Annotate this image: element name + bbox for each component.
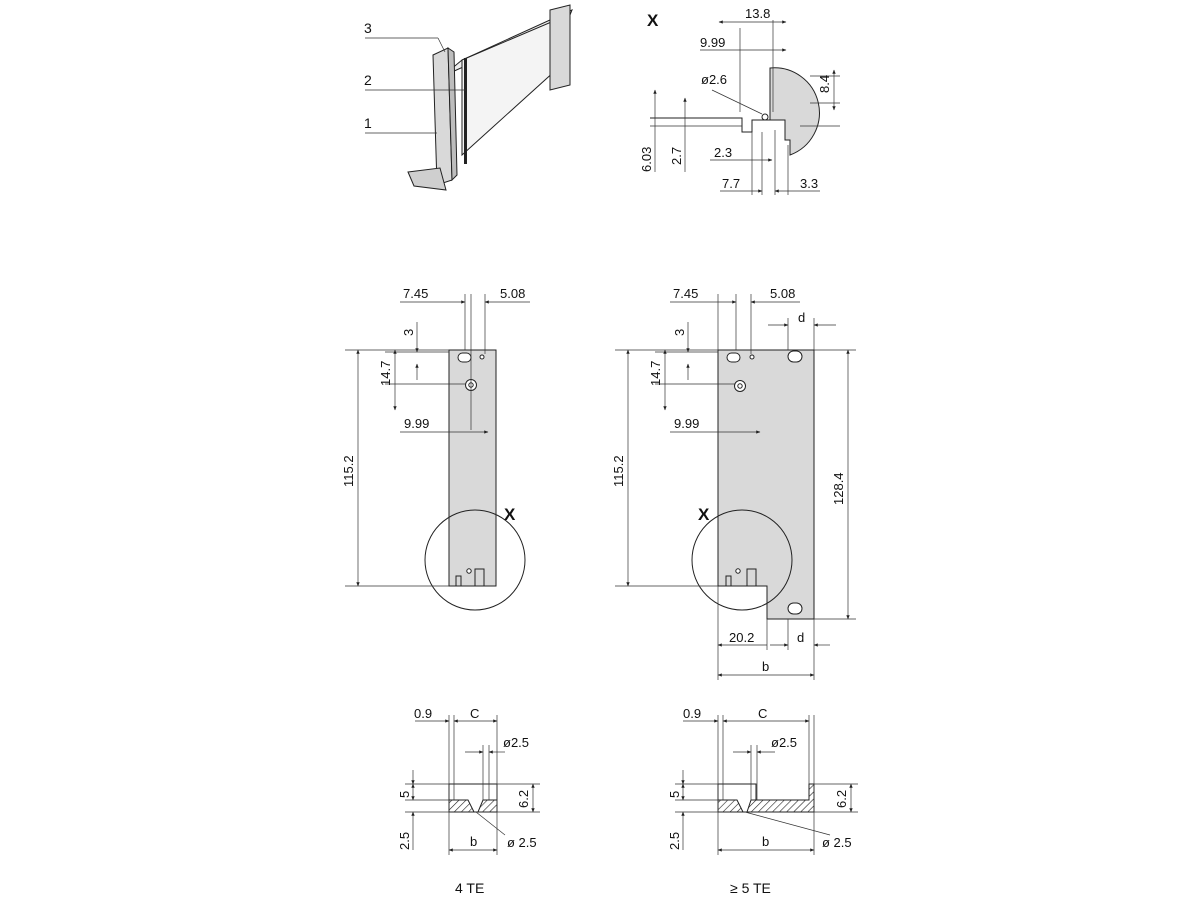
- dim-14-7-4te: 14.7: [378, 361, 393, 386]
- right-margin: [1050, 0, 1200, 900]
- detail-x-label: X: [647, 11, 659, 30]
- dim-hole-bot-5te: ø 2.5: [822, 835, 852, 850]
- dim-9-99-5te: 9.99: [674, 416, 699, 431]
- dim-2-7: 2.7: [669, 147, 684, 165]
- dim-6-2-5te: 6.2: [834, 790, 849, 808]
- dim-5-08-4te: 5.08: [500, 286, 525, 301]
- callout-1: 1: [364, 115, 372, 131]
- dim-d-bottom: d: [797, 630, 804, 645]
- dim-c-5te: C: [758, 706, 767, 721]
- dim-8-4: 8.4: [817, 75, 832, 93]
- isometric-view: [365, 4, 573, 191]
- detail-x-marker-4te: X: [504, 505, 516, 524]
- dim-115-2-5te: 115.2: [611, 455, 626, 487]
- dim-3-3: 3.3: [800, 176, 818, 191]
- dim-hole-2-6: ø2.6: [701, 72, 727, 87]
- dim-7-45-5te: 7.45: [673, 286, 698, 301]
- dim-14-7-5te: 14.7: [648, 361, 663, 386]
- dim-20-2: 20.2: [729, 630, 754, 645]
- dim-5-5te: 5: [667, 791, 682, 798]
- dim-d-top: d: [798, 310, 805, 325]
- detail-x-view: [650, 20, 840, 195]
- panel-4te-view: [345, 294, 530, 611]
- dim-hole-bot-4te: ø 2.5: [507, 835, 537, 850]
- dim-2-5-4te: 2.5: [397, 832, 412, 850]
- dim-128-4: 128.4: [831, 472, 846, 505]
- dim-3-5te: 3: [672, 329, 687, 336]
- left-margin: [0, 0, 150, 900]
- dim-6-2-4te: 6.2: [516, 790, 531, 808]
- panel-5te-view: [615, 294, 856, 680]
- dim-2-3: 2.3: [714, 145, 732, 160]
- dim-9-99-detail: 9.99: [700, 35, 725, 50]
- dim-0-9-4te: 0.9: [414, 706, 432, 721]
- dim-b-4te: b: [470, 834, 477, 849]
- caption-5te: ≥ 5 TE: [730, 880, 771, 896]
- dim-13-8: 13.8: [745, 6, 770, 21]
- dim-3-4te: 3: [401, 329, 416, 336]
- dim-b-5te: b: [762, 834, 769, 849]
- dim-2-5-5te: 2.5: [667, 832, 682, 850]
- caption-4te: 4 TE: [455, 880, 484, 896]
- dim-7-45-4te: 7.45: [403, 286, 428, 301]
- callout-3: 3: [364, 20, 372, 36]
- section-5te-view: [675, 715, 858, 855]
- dim-0-9-5te: 0.9: [683, 706, 701, 721]
- dim-115-2-4te: 115.2: [341, 455, 356, 487]
- dim-7-7: 7.7: [722, 176, 740, 191]
- dim-hole-top-4te: ø2.5: [503, 735, 529, 750]
- drawing-sheet: [150, 0, 1050, 900]
- dim-5-4te: 5: [397, 791, 412, 798]
- dim-6-03: 6.03: [639, 147, 654, 172]
- section-4te-view: [405, 715, 540, 855]
- dim-b-5te-panel: b: [762, 659, 769, 674]
- dim-hole-top-5te: ø2.5: [771, 735, 797, 750]
- dim-c-4te: C: [470, 706, 479, 721]
- detail-x-marker-5te: X: [698, 505, 710, 524]
- dim-5-08-5te: 5.08: [770, 286, 795, 301]
- dim-9-99-4te: 9.99: [404, 416, 429, 431]
- callout-2: 2: [364, 72, 372, 88]
